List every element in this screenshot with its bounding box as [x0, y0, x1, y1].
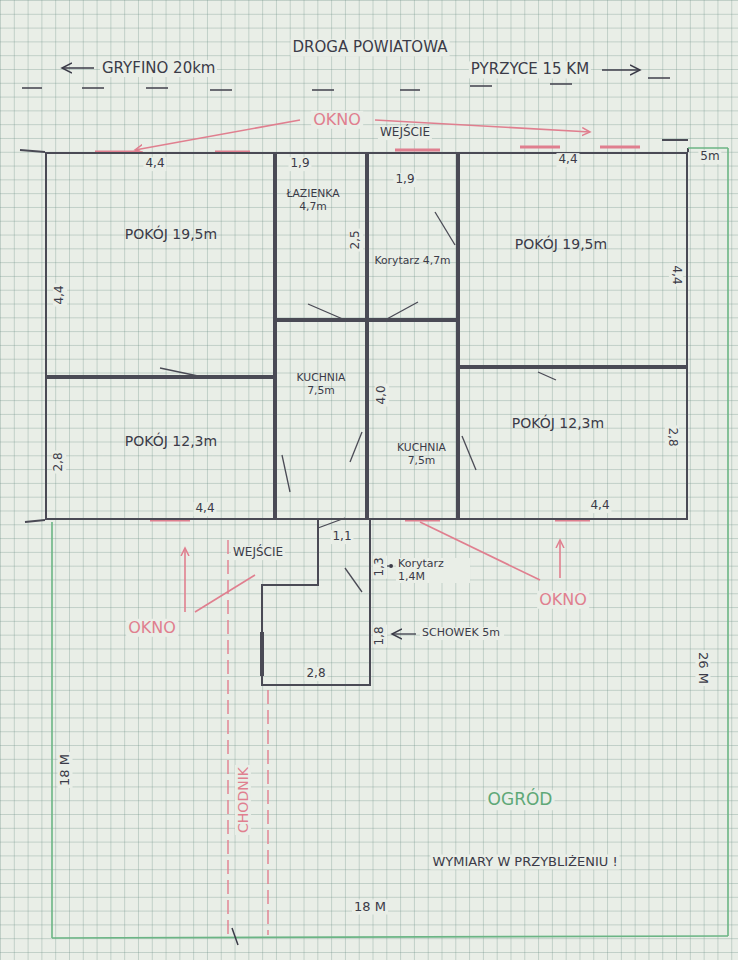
- dimension-vertical: 1,3: [373, 555, 387, 578]
- plan-label: DROGA POWIATOWA: [291, 39, 450, 56]
- room-name: POKÓJ 19,5m: [125, 226, 217, 243]
- plan-label: OKNO: [311, 111, 363, 129]
- dimension-vertical: 2,5: [349, 228, 363, 251]
- dimension-vertical: 2,8: [665, 425, 679, 448]
- plan-label: OGRÓD: [486, 790, 555, 810]
- plan-label: 4,4: [143, 157, 166, 171]
- plan-label: OKNO: [126, 619, 178, 637]
- plan-label: WEJŚCIE: [378, 126, 432, 140]
- room-name: Korytarz 4,7m: [374, 255, 450, 268]
- plan-label: GRYFINO 20km: [100, 60, 217, 77]
- dimension-vertical: CHODNIK: [235, 765, 251, 835]
- room-name: ŁAZIENKA 4,7m: [281, 188, 345, 214]
- dimension-vertical: 1,8: [373, 624, 387, 647]
- plan-label: OKNO: [537, 591, 589, 609]
- room: POKÓJ 19,5m: [45, 152, 275, 377]
- plan-label: 1,9: [393, 173, 416, 187]
- dimension-vertical: 4,4: [53, 283, 67, 306]
- plan-label: 2,8: [304, 667, 327, 681]
- room-name: POKÓJ 19,5m: [515, 236, 607, 253]
- plan-label: 4,4: [556, 153, 579, 167]
- dimension-vertical: 26 M: [696, 650, 711, 686]
- plan-label: SCHOWEK 5m: [420, 627, 504, 640]
- plan-label: 4,4: [588, 499, 611, 513]
- room-name: POKÓJ 12,3m: [512, 415, 604, 432]
- room-name: KUCHNIA 7,5m: [281, 372, 361, 398]
- plan-label: 1,9: [288, 157, 311, 171]
- room: KUCHNIA 7,5m: [367, 320, 458, 520]
- dimension-vertical: 2,8: [52, 450, 66, 473]
- room: POKÓJ 12,3m: [45, 377, 275, 520]
- plan-label: WYMIARY W PRZYBLIŻENIU !: [430, 855, 619, 870]
- room: KUCHNIA 7,5m: [275, 320, 367, 520]
- plan-label: PYRZYCE 15 KM: [469, 61, 591, 78]
- room: POKÓJ 19,5m: [458, 152, 688, 367]
- room-name: KUCHNIA 7,5m: [391, 442, 452, 468]
- dimension-vertical: 4,4: [669, 263, 683, 286]
- plan-label: WEJŚCIE: [231, 546, 285, 560]
- plan-label: 1,1: [330, 530, 353, 544]
- plan-label: Korytarz 1,4M: [396, 558, 470, 583]
- plan-label: 18 M: [352, 900, 388, 915]
- plan-label: 5m: [698, 150, 721, 164]
- dimension-vertical: 4,0: [375, 383, 389, 406]
- dimension-vertical: 18 M: [58, 752, 73, 788]
- room-name: POKÓJ 12,3m: [125, 433, 217, 450]
- plan-label: 4,4: [193, 502, 216, 516]
- room: POKÓJ 12,3m: [458, 367, 688, 520]
